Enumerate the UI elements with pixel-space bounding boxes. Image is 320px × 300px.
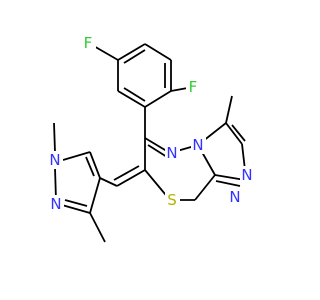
- nitrogen-atom-label: N: [48, 151, 63, 169]
- bond: [123, 49, 146, 64]
- nitrogen-atom-label: N: [240, 166, 255, 184]
- bond: [53, 122, 56, 153]
- bond: [113, 165, 140, 181]
- fluorine-atom-label: F: [81, 34, 96, 52]
- bonds: [53, 43, 246, 243]
- svg-text:N: N: [49, 151, 60, 169]
- molecule-diagram: F F N N N N S N: [48, 34, 255, 243]
- bond: [144, 90, 172, 108]
- bond: [194, 174, 216, 201]
- bond: [225, 122, 243, 145]
- atom-labels: F F N N N N S N: [48, 34, 255, 213]
- bond: [54, 167, 57, 201]
- bond: [62, 151, 91, 161]
- bond: [231, 124, 246, 142]
- bond: [147, 144, 168, 158]
- nitrogen-atom-label: N: [191, 136, 206, 154]
- bond: [85, 156, 95, 177]
- bond: [225, 95, 233, 124]
- svg-text:F: F: [189, 78, 198, 96]
- bond: [91, 44, 119, 61]
- svg-text:N: N: [50, 195, 61, 213]
- bond: [89, 151, 101, 179]
- nitrogen-atom-label: N: [228, 188, 243, 206]
- bond: [117, 43, 146, 61]
- svg-text:N: N: [229, 188, 240, 206]
- bond: [144, 43, 172, 61]
- bond: [61, 204, 91, 214]
- structure-drawing: F F N N N N S N: [48, 34, 255, 243]
- svg-text:F: F: [84, 34, 93, 52]
- bond: [117, 90, 146, 108]
- bond: [89, 212, 106, 243]
- fluorine-atom-label: F: [186, 78, 201, 96]
- sulfur-atom-label: S: [165, 191, 180, 209]
- bond: [99, 177, 118, 187]
- bond: [123, 87, 146, 102]
- svg-text:N: N: [241, 166, 252, 184]
- bond: [89, 177, 101, 214]
- svg-text:S: S: [167, 191, 177, 209]
- bond: [215, 180, 241, 187]
- svg-text:N: N: [166, 144, 177, 162]
- nitrogen-atom-label: N: [49, 195, 64, 213]
- bond: [241, 143, 246, 171]
- nitrogen-atom-label: N: [165, 144, 180, 162]
- bond: [64, 199, 88, 207]
- bond: [116, 169, 146, 187]
- svg-text:N: N: [192, 136, 203, 154]
